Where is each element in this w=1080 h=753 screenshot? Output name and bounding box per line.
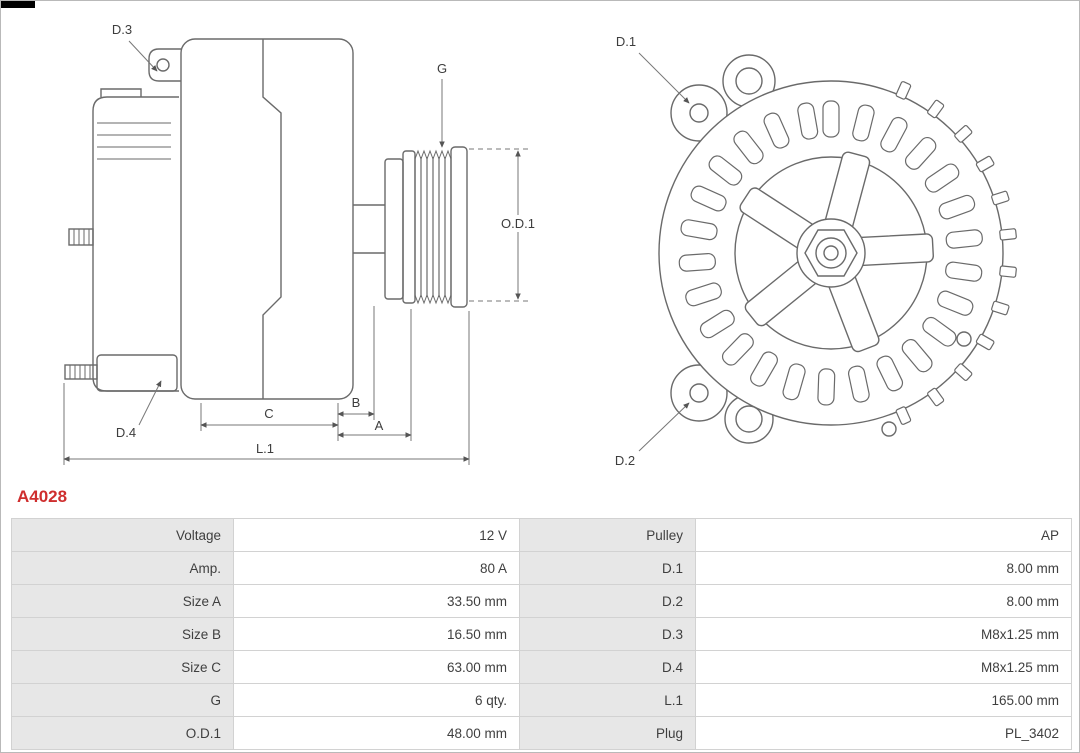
d1-leader xyxy=(638,52,690,104)
spec-label: L.1 xyxy=(519,683,696,717)
l1-label-bg xyxy=(248,441,282,456)
spec-value: 8.00 mm xyxy=(695,551,1072,585)
spec-label: D.1 xyxy=(519,551,696,585)
front-bracket-outline xyxy=(180,38,354,400)
label-a: A xyxy=(375,418,384,433)
b-plus-stud-threads xyxy=(69,365,91,379)
spec-label: Size B xyxy=(11,617,234,651)
label-d3: D.3 xyxy=(112,22,132,37)
ear-hole-d2 xyxy=(689,383,709,403)
label-c: C xyxy=(264,406,273,421)
housing-fins xyxy=(97,122,171,160)
shaft-spacer xyxy=(384,158,404,300)
spec-row-size-c: Size C 63.00 mm D.4 M8x1.25 mm xyxy=(11,650,1072,684)
label-d2: D.2 xyxy=(615,453,635,468)
spec-value: AP xyxy=(695,518,1072,552)
terminal-stud-threads xyxy=(73,229,90,245)
label-b: B xyxy=(352,395,361,410)
spec-value: 8.00 mm xyxy=(695,584,1072,618)
spec-label: O.D.1 xyxy=(11,716,234,750)
spec-row-voltage: Voltage 12 V Pulley AP xyxy=(11,518,1072,552)
rear-view xyxy=(658,54,1018,444)
pulley-right-flange xyxy=(450,146,468,308)
pulley-left-flange xyxy=(402,150,416,304)
spec-value: M8x1.25 mm xyxy=(695,650,1072,684)
spec-value: 80 A xyxy=(233,551,520,585)
spec-value: 12 V xyxy=(233,518,520,552)
d4-leader xyxy=(138,380,162,426)
detail-hole-2 xyxy=(956,331,972,347)
b-plus-stud xyxy=(64,364,98,380)
ear-hole-top xyxy=(735,67,763,95)
spec-label: Plug xyxy=(519,716,696,750)
detail-hole-1 xyxy=(881,421,897,437)
side-view xyxy=(64,38,468,400)
rear-housing-outline xyxy=(92,96,179,392)
spec-value: 16.50 mm xyxy=(233,617,520,651)
rear-view-dimensions xyxy=(638,52,690,452)
spec-label: Size A xyxy=(11,584,234,618)
spec-label: G xyxy=(11,683,234,717)
spec-label: D.4 xyxy=(519,650,696,684)
d2-leader xyxy=(638,402,690,452)
spec-label: Voltage xyxy=(11,518,234,552)
spec-value: 6 qty. xyxy=(233,683,520,717)
spec-value: 63.00 mm xyxy=(233,650,520,684)
bracket-casting-line xyxy=(262,39,282,399)
spec-value: 48.00 mm xyxy=(233,716,520,750)
mount-ear-top xyxy=(148,48,181,82)
rear-housing-top-step xyxy=(100,88,142,97)
d3-leader xyxy=(128,40,158,72)
shaft-center xyxy=(823,245,839,261)
shaft-lines xyxy=(353,204,385,254)
spec-value: PL_3402 xyxy=(695,716,1072,750)
spec-label: Pulley xyxy=(519,518,696,552)
shaft-circle xyxy=(815,237,847,269)
label-g: G xyxy=(437,61,447,76)
spec-row-size-a: Size A 33.50 mm D.2 8.00 mm xyxy=(11,584,1072,618)
spec-row-size-b: Size B 16.50 mm D.3 M8x1.25 mm xyxy=(11,617,1072,651)
spec-row-g: G 6 qty. L.1 165.00 mm xyxy=(11,683,1072,717)
label-d1: D.1 xyxy=(616,34,636,49)
label-l1: L.1 xyxy=(256,441,274,456)
spec-value: 33.50 mm xyxy=(233,584,520,618)
spec-label: D.3 xyxy=(519,617,696,651)
side-view-dimensions xyxy=(63,40,531,465)
ear-hole-d1 xyxy=(689,103,709,123)
alternator-diagram: D.3 G O.D.1 D.4 C B A L.1 D.1 D.2 xyxy=(63,22,1018,468)
label-od1: O.D.1 xyxy=(501,216,535,231)
pulley-ribs xyxy=(414,157,452,297)
spec-table: Voltage 12 V Pulley AP Amp. 80 A D.1 8.0… xyxy=(11,518,1072,750)
spec-value: M8x1.25 mm xyxy=(695,617,1072,651)
ear-hole-bottom xyxy=(735,405,763,433)
label-d4: D.4 xyxy=(116,425,136,440)
terminal-stud xyxy=(68,228,94,246)
corner-artifact xyxy=(1,1,35,8)
od1-label-bg xyxy=(489,215,547,232)
part-number: A4028 xyxy=(17,487,68,506)
pulley-serration-top xyxy=(414,149,452,161)
b-plus-boss xyxy=(96,354,178,392)
mount-ear-hole xyxy=(156,58,170,72)
spec-row-od1: O.D.1 48.00 mm Plug PL_3402 xyxy=(11,716,1072,750)
spec-label: Size C xyxy=(11,650,234,684)
spec-label: D.2 xyxy=(519,584,696,618)
spec-row-amp: Amp. 80 A D.1 8.00 mm xyxy=(11,551,1072,585)
pulley-serration-bottom xyxy=(414,293,452,305)
spec-label: Amp. xyxy=(11,551,234,585)
spec-value: 165.00 mm xyxy=(695,683,1072,717)
